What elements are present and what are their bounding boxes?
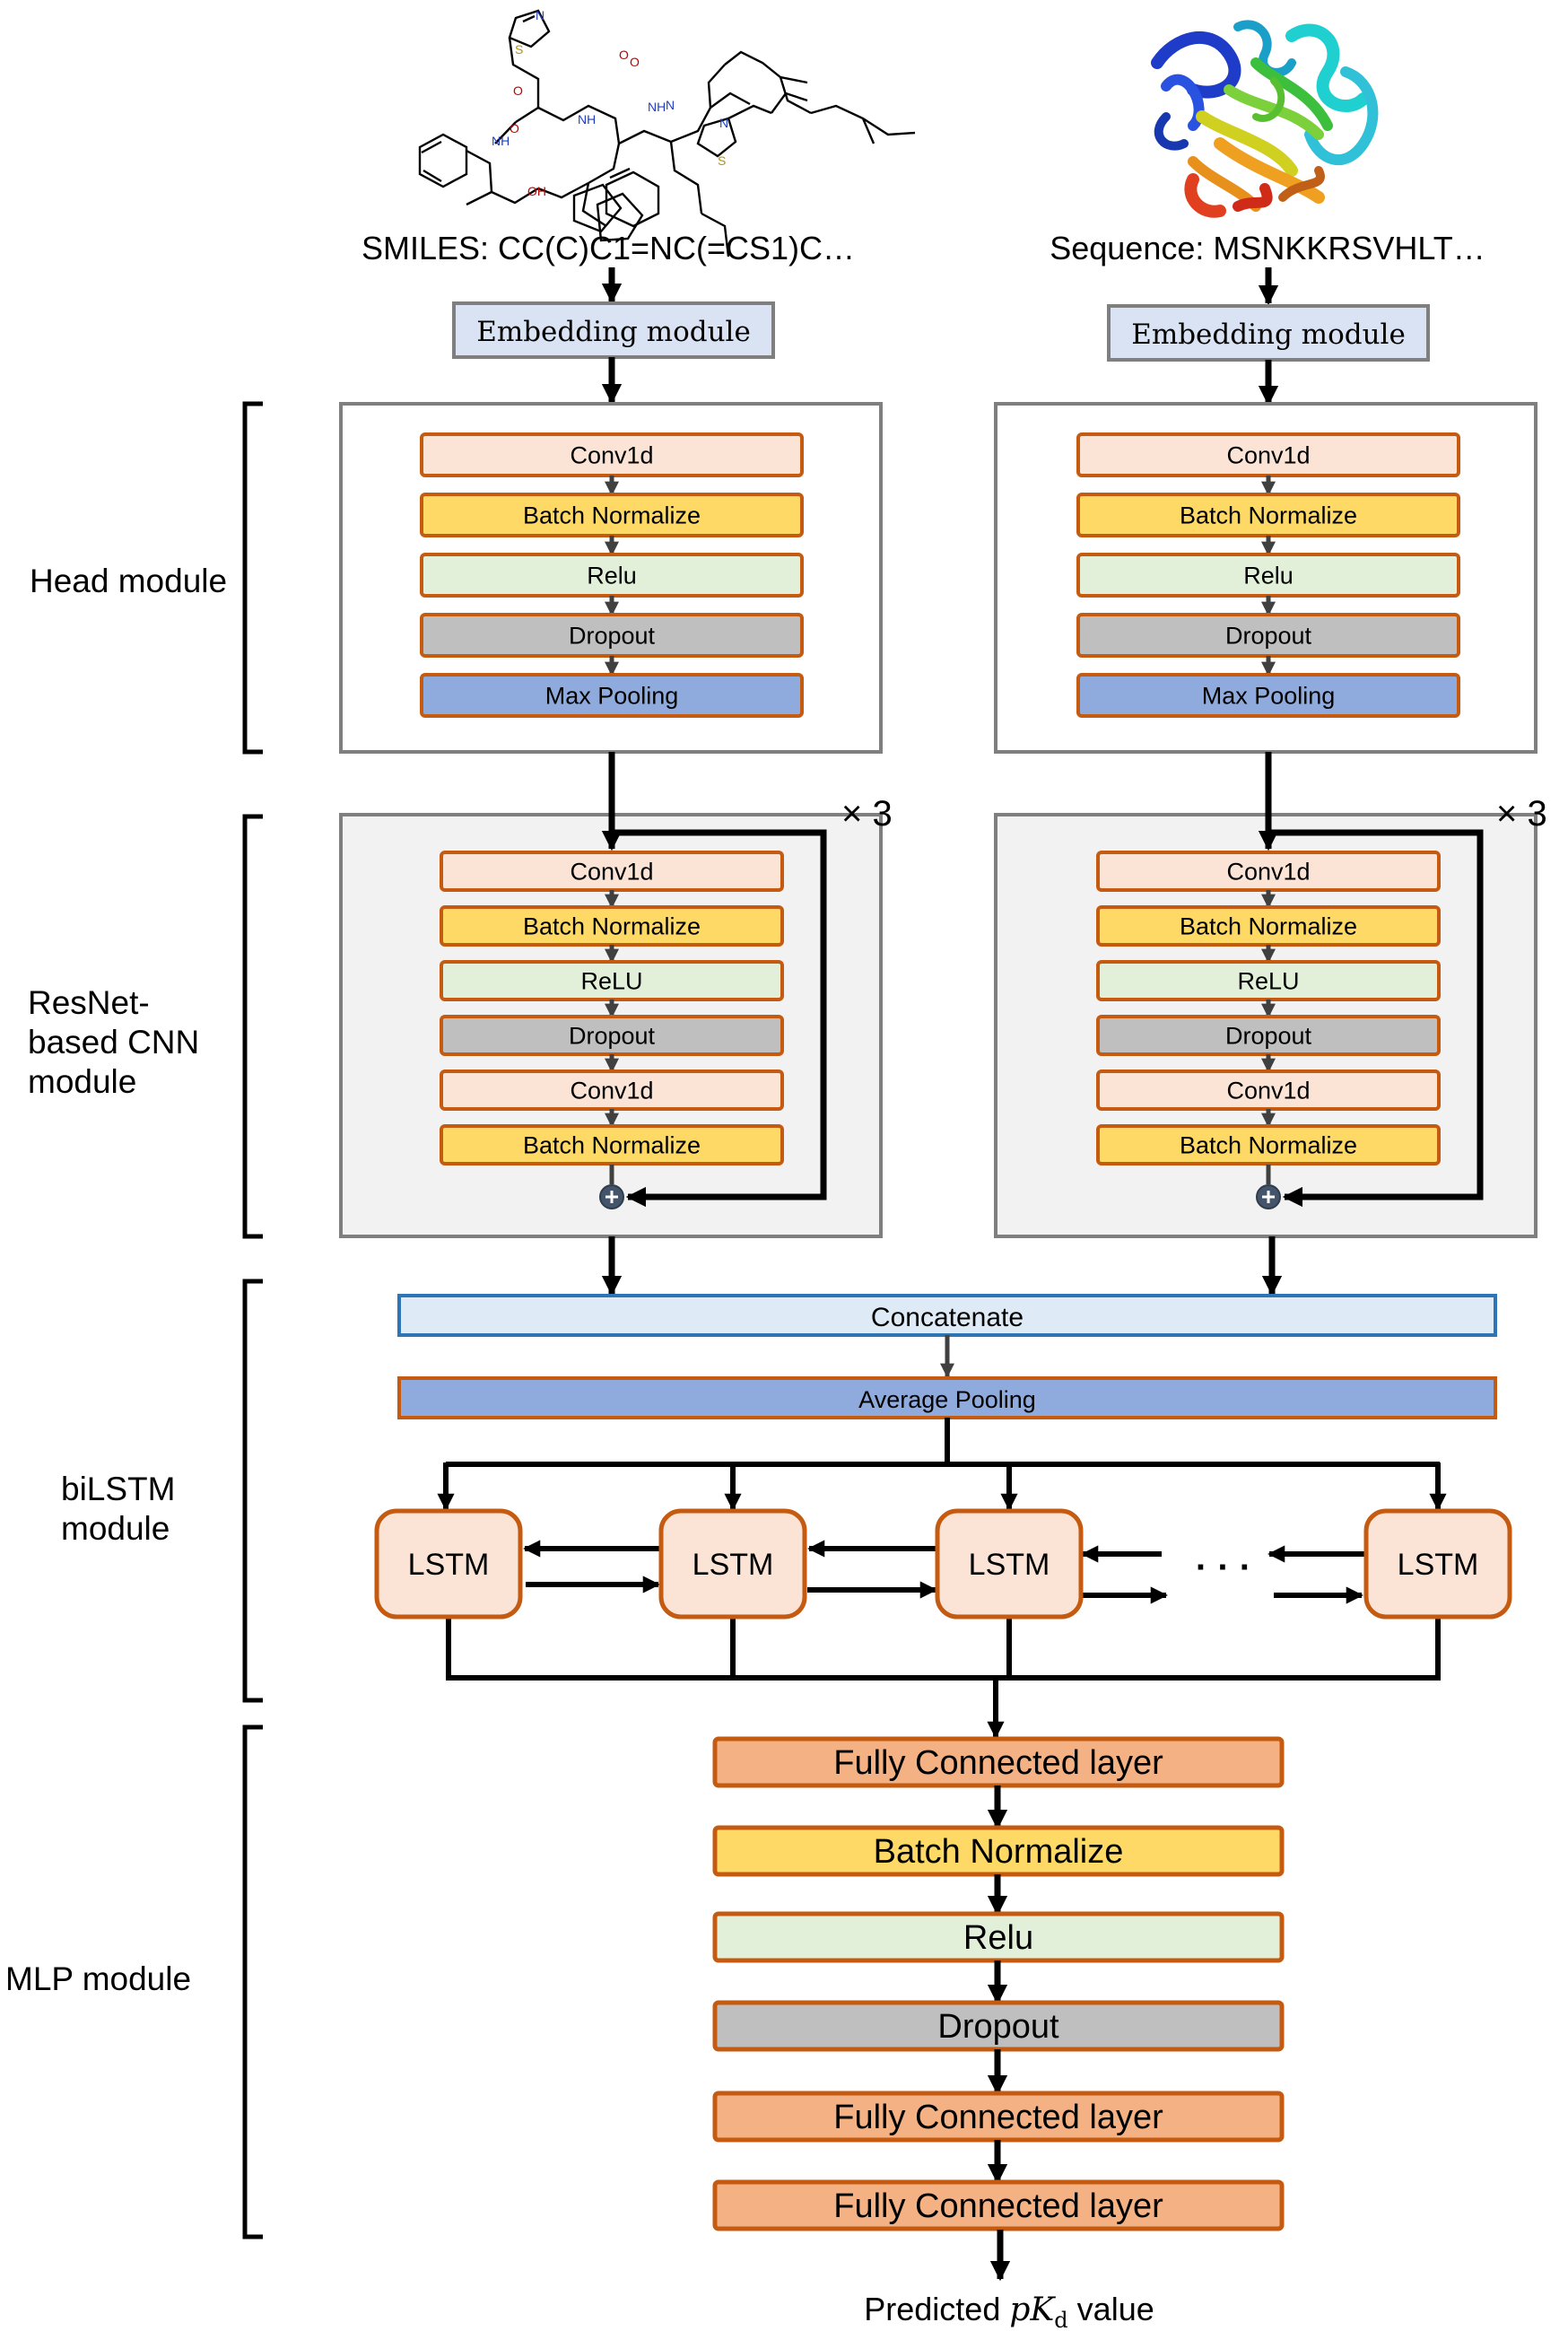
head-left-layer-label: Dropout [569,623,656,650]
head-right-layer-max-pooling [1076,673,1460,718]
lstm-cell-2 [658,1508,807,1619]
svg-text:NH: NH [648,100,666,114]
svg-text:NH: NH [578,112,596,127]
lstm-cell-3 [935,1508,1084,1619]
svg-text:N: N [536,8,544,22]
mlp-layer-fully-connected-layer [712,2179,1285,2231]
mlp-module-label: MLP module [5,1960,191,1997]
head-right-layer-label: Batch Normalize [1180,502,1357,529]
head-right-layer-label: Max Pooling [1202,683,1336,710]
lstm-cell-4 [1363,1508,1512,1619]
resnet-label-line-1: ResNet- [28,984,150,1021]
resnet-left-repeat-label: × 3 [841,794,893,834]
output-prefix: Predicted [864,2291,1009,2327]
average-pooling-label: Average Pooling [858,1386,1036,1413]
lstm-cell-label: LSTM [408,1548,490,1582]
resnet-right-layer-label: Conv1d [1226,859,1310,886]
svg-text:N: N [719,116,728,130]
resnet-right-layer-label: ReLU [1237,968,1299,995]
sequence-label: Sequence: MSNKKRSVHLT… [1050,230,1485,266]
resnet-right-layer-label: Dropout [1225,1023,1312,1050]
resnet-right-layer-label: Batch Normalize [1180,1132,1357,1159]
resnet-label-line-2: based CNN [28,1024,199,1061]
resnet-left-layer-label: Conv1d [570,1078,653,1104]
head-right-layer-label: Relu [1243,563,1294,589]
embedding-module-left-label: Embedding module [476,316,751,348]
mlp-layer-label: Batch Normalize [874,1833,1124,1871]
mlp-layer-label: Relu [963,1919,1033,1957]
resnet-left-layer-batch-normalize [440,1124,784,1166]
embedding-module-right-label: Embedding module [1131,319,1406,351]
resnet-left-layer-label: Dropout [569,1023,656,1050]
bilstm-label-line-2: module [61,1510,170,1547]
head-right-layer-label: Conv1d [1226,442,1310,469]
output-label: Predicted pKd value [864,2291,1154,2331]
mlp-layer-label: Fully Connected layer [833,2099,1163,2136]
mlp-layer-label: Dropout [937,2008,1059,2046]
bracket-mlp [242,1724,263,2239]
output-variable: pK [1009,2292,1056,2328]
embedding-module-right [1107,304,1430,362]
smiles-label: SMILES: CC(C)C1=NC(=CS1)C… [362,230,855,266]
svg-text:S: S [515,42,523,57]
protein-structure-image [1151,20,1379,218]
resnet-right-add-icon [1256,1184,1281,1209]
bilstm-label-line-1: biLSTM [61,1471,175,1507]
average-pooling-layer [397,1376,1497,1419]
bilstm-connectors [437,1418,1447,1739]
head-left-layer-label: Batch Normalize [523,502,701,529]
resnet-left-layer-label: Conv1d [570,859,653,886]
lstm-cell-1 [374,1508,523,1619]
resnet-module-label: ResNet- based CNN module [28,984,209,1100]
resnet-left-add-icon [599,1184,624,1209]
bilstm-recurrent-arrows [523,1540,1365,1604]
resnet-left-layer-label: Batch Normalize [523,1132,701,1159]
molecule-structure-image [418,9,916,258]
svg-text:NH: NH [492,134,510,148]
output-suffix: value [1068,2291,1154,2327]
mlp-layer-label: Fully Connected layer [833,2187,1163,2225]
bracket-resnet [242,814,263,1239]
head-left-layer-label: Conv1d [570,442,653,469]
module-brackets [242,401,263,2239]
lstm-cell-label: LSTM [969,1548,1050,1582]
svg-text:N: N [666,98,675,112]
resnet-label-line-3: module [28,1063,136,1100]
resnet-left-layer-label: Batch Normalize [523,913,701,940]
bilstm-ellipsis: · · · [1196,1548,1251,1587]
resnet-left-layer-label: ReLU [580,968,642,995]
bracket-head [242,401,263,755]
concatenate-label: Concatenate [871,1303,1024,1332]
lstm-cells: LSTM LSTM LSTM LSTM [374,1508,1512,1619]
svg-text:O: O [619,48,629,62]
resnet-right-layer-label: Conv1d [1226,1078,1310,1104]
svg-text:O: O [513,83,523,98]
svg-text:OH: OH [527,184,546,198]
svg-text:O: O [510,121,519,135]
head-module-label: Head module [30,563,227,599]
head-left-layer-label: Relu [587,563,637,589]
lstm-cell-label: LSTM [1398,1548,1479,1582]
molecule-heteroatoms: N S O O NH OH NH O NH O N N S [492,8,728,198]
head-left-layer-max-pooling [420,673,804,718]
svg-text:O: O [630,55,640,69]
resnet-right-repeat-label: × 3 [1496,794,1547,834]
resnet-right-layer-batch-normalize [1096,1124,1441,1166]
lstm-cell-label: LSTM [693,1548,774,1582]
bracket-bilstm [242,1279,263,1703]
output-subscript: d [1054,2308,1067,2331]
resnet-right-layer-label: Batch Normalize [1180,913,1357,940]
head-left-layer-label: Max Pooling [545,683,679,710]
svg-text:S: S [718,153,726,168]
mlp-layer-label: Fully Connected layer [833,1744,1163,1782]
head-right-layer-label: Dropout [1225,623,1312,650]
bilstm-module-label: biLSTM module [61,1471,185,1547]
